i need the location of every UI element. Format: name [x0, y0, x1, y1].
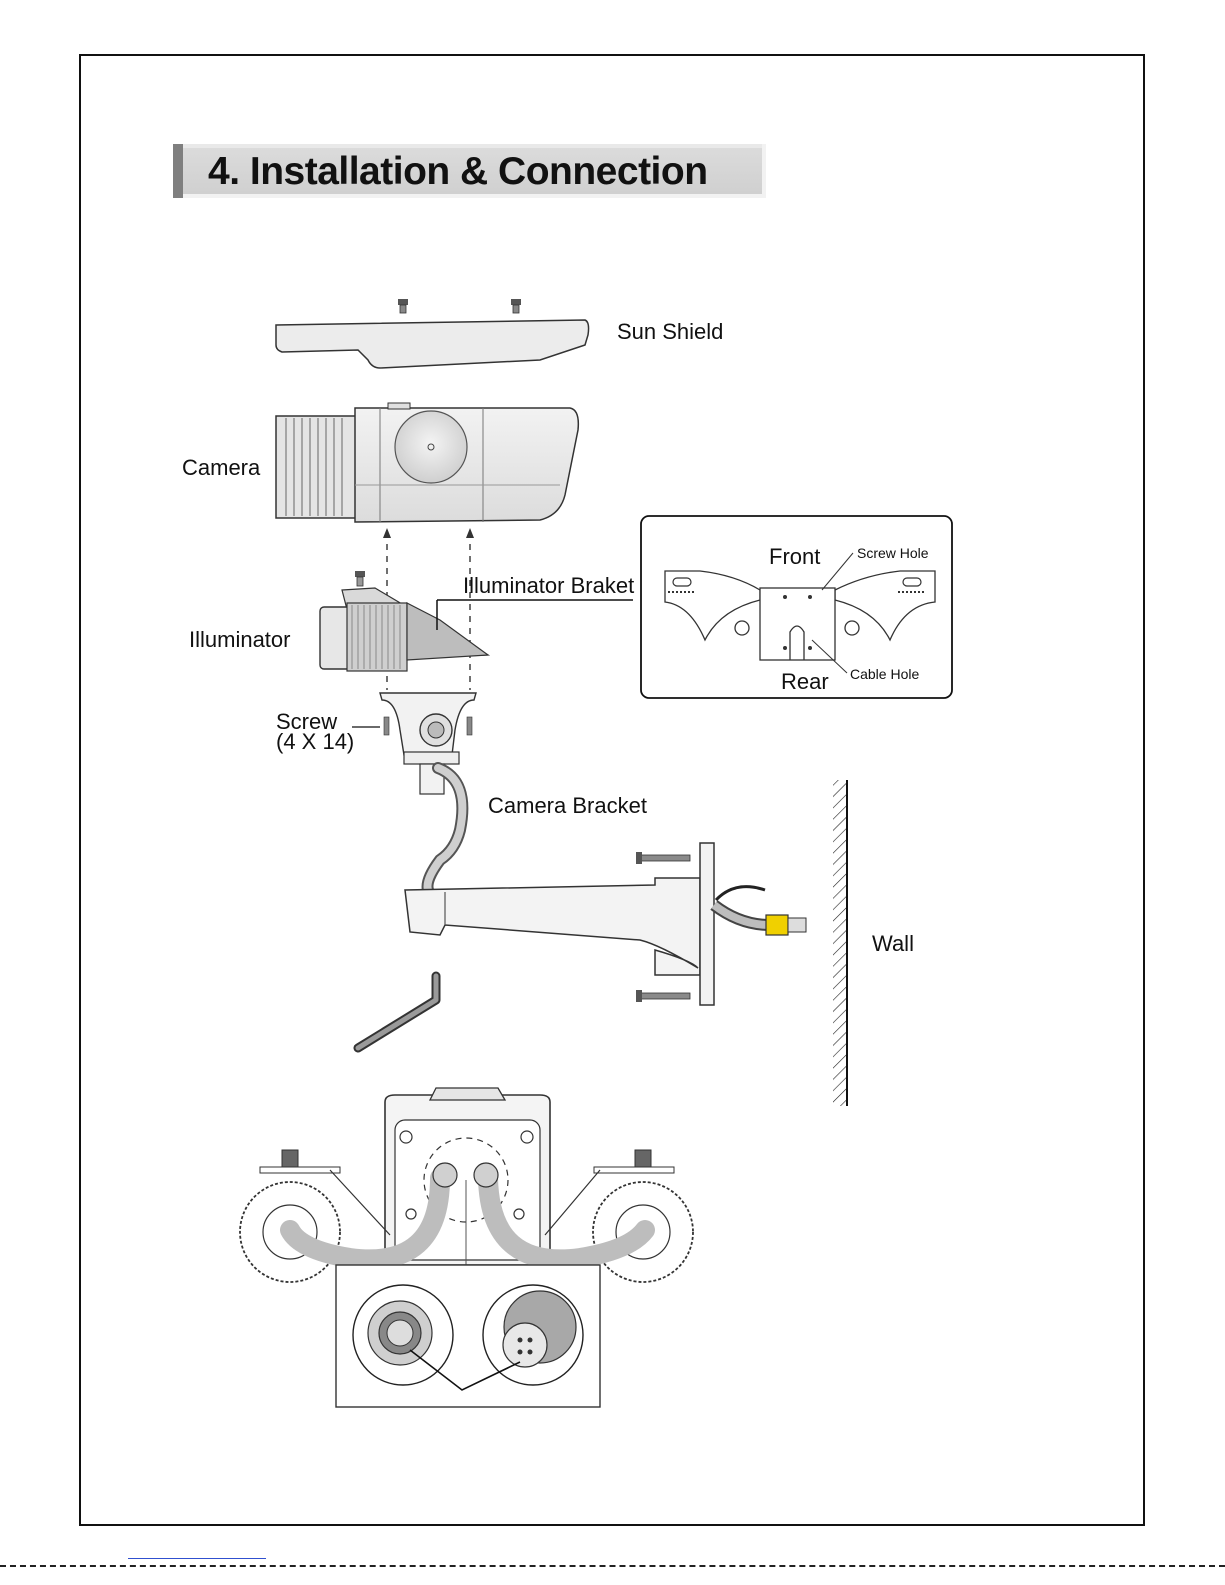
camera-illustration — [276, 403, 578, 522]
front-label: Front — [769, 546, 820, 568]
page-bottom-rule — [0, 1565, 1225, 1567]
connection-rear-view — [240, 1088, 693, 1407]
illuminator-label: Illuminator — [189, 629, 290, 651]
footer-link-underline — [128, 1558, 266, 1559]
camera-mount-illustration — [380, 693, 476, 794]
camera-bracket-illustration — [405, 843, 806, 1005]
screw-size-label: (4 X 14) — [276, 731, 354, 753]
camera-label: Camera — [182, 457, 260, 479]
screw-hole-label: Screw Hole — [857, 546, 929, 560]
rear-label: Rear — [781, 671, 829, 693]
hex-key-illustration — [358, 976, 436, 1048]
illuminator-bracket-label: Illuminator Braket — [463, 575, 634, 597]
wall-illustration — [833, 780, 847, 1106]
sun-shield-illustration — [276, 299, 589, 368]
wall-label: Wall — [872, 933, 914, 955]
camera-bracket-label: Camera Bracket — [488, 795, 647, 817]
sun-shield-label: Sun Shield — [617, 321, 723, 343]
cable-hole-label: Cable Hole — [850, 667, 919, 681]
